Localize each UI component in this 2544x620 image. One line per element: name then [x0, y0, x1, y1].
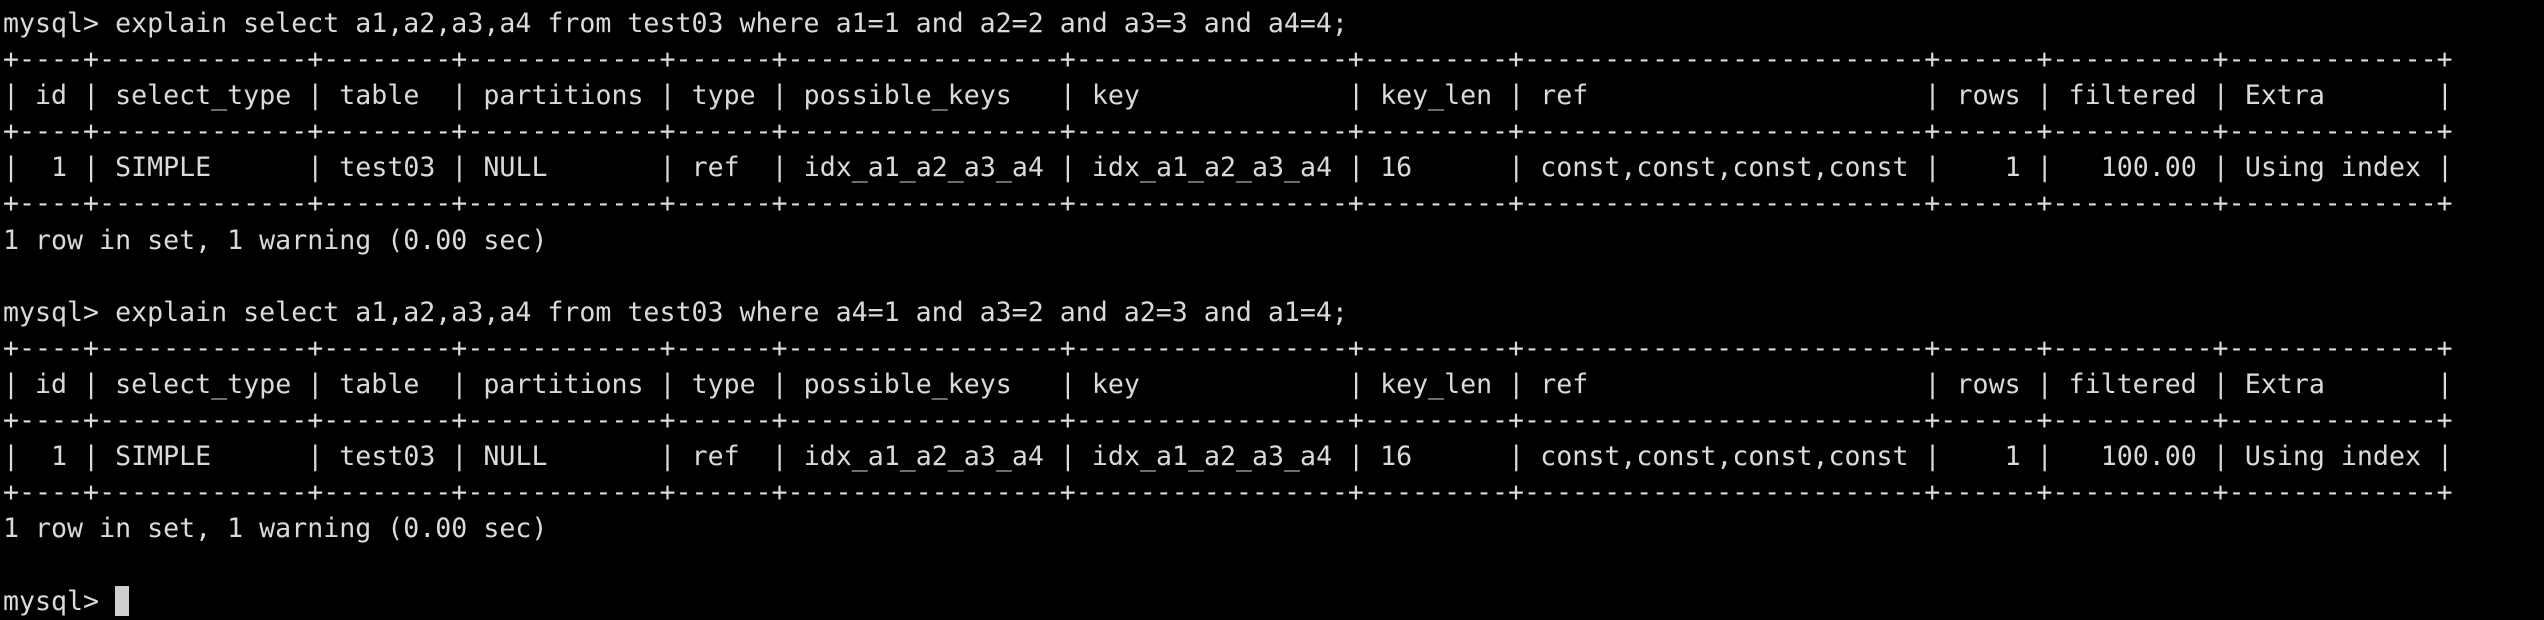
table-border: +----+-------------+--------+-----------…: [3, 44, 2453, 76]
column-header: key_len: [1380, 80, 1493, 112]
command-line: mysql> explain select a1,a2,a3,a4 from t…: [3, 6, 2453, 42]
table-cell: NULL: [483, 152, 548, 184]
table-cell: SIMPLE: [115, 152, 212, 184]
column-header: Extra: [2244, 368, 2325, 400]
command-line: mysql> explain select a1,a2,a3,a4 from t…: [3, 295, 2453, 331]
column-header: table: [339, 80, 420, 112]
table-cell: const,const,const,const: [1540, 152, 1909, 184]
table-border: +----+-------------+--------+-----------…: [3, 332, 2453, 364]
column-header: partitions: [483, 80, 644, 112]
table-border: +----+-------------+--------+-----------…: [3, 188, 2453, 220]
table-cell: idx_a1_a2_a3_a4: [1091, 441, 1333, 473]
table-cell: 1: [2004, 152, 2021, 184]
table-cell: idx_a1_a2_a3_a4: [803, 152, 1044, 184]
table-cell: 100.00: [2100, 441, 2197, 473]
table-border: +----+-------------+--------+-----------…: [3, 405, 2453, 437]
prompt: mysql>: [3, 296, 116, 328]
prompt: mysql>: [3, 8, 116, 39]
status-line: 1 row in set, 1 warning (0.00 sec): [3, 511, 2453, 547]
terminal-output[interactable]: mysql> explain select a1,a2,a3,a4 from t…: [3, 6, 2453, 620]
command-text: explain select a1,a2,a3,a4 from test03 w…: [115, 296, 1348, 328]
table-cell: 1: [51, 441, 68, 473]
table-cell: 16: [1380, 152, 1413, 184]
table-row: | 1 | SIMPLE | test03 | NULL | ref | idx…: [3, 441, 2453, 473]
column-header: id: [35, 368, 68, 400]
column-header: Extra: [2244, 80, 2325, 112]
column-header: filtered: [2068, 80, 2197, 112]
table-cell: Using index: [2244, 152, 2421, 184]
prompt: mysql>: [3, 585, 116, 617]
prompt-line: mysql>: [3, 584, 2453, 620]
table-border: +----+-------------+--------+-----------…: [3, 477, 2453, 509]
column-header: partitions: [483, 368, 644, 400]
column-header: key_len: [1380, 368, 1493, 400]
column-header: possible_keys: [803, 80, 1012, 112]
result-status: 1 row in set, 1 warning (0.00 sec): [3, 513, 548, 545]
table-header-row: | id | select_type | table | partitions …: [3, 80, 2453, 112]
table-cell: idx_a1_a2_a3_a4: [1091, 152, 1333, 184]
table-cell: NULL: [483, 441, 548, 473]
table-cell: idx_a1_a2_a3_a4: [803, 441, 1044, 473]
column-header: key: [1091, 80, 1140, 112]
table-cell: ref: [691, 441, 740, 473]
status-line: 1 row in set, 1 warning (0.00 sec): [3, 223, 2453, 259]
result-status: 1 row in set, 1 warning (0.00 sec): [3, 224, 548, 256]
column-header: rows: [1956, 80, 2021, 112]
table-cell: const,const,const,const: [1540, 441, 1909, 473]
table-cell: 1: [2004, 441, 2021, 473]
table-cell: Using index: [2244, 441, 2421, 473]
column-header: id: [35, 80, 68, 112]
column-header: rows: [1956, 368, 2021, 400]
table-cell: ref: [691, 152, 740, 184]
column-header: key: [1091, 368, 1140, 400]
column-header: filtered: [2068, 368, 2197, 400]
column-header: table: [339, 368, 420, 400]
blank-line: [3, 547, 2453, 583]
table-border: +----+-------------+--------+-----------…: [3, 116, 2453, 148]
column-header: select_type: [115, 80, 292, 112]
column-header: possible_keys: [803, 368, 1012, 400]
column-header: select_type: [115, 368, 292, 400]
cursor: [115, 585, 130, 616]
column-header: type: [691, 368, 756, 400]
table-header-row: | id | select_type | table | partitions …: [3, 368, 2453, 400]
table-cell: 100.00: [2100, 152, 2197, 184]
command-text: explain select a1,a2,a3,a4 from test03 w…: [115, 8, 1348, 39]
table-cell: 16: [1380, 441, 1413, 473]
table-cell: test03: [339, 152, 436, 184]
column-header: ref: [1540, 80, 1589, 112]
column-header: ref: [1540, 368, 1589, 400]
blank-line: [3, 259, 2453, 295]
table-cell: 1: [51, 152, 68, 184]
column-header: type: [691, 80, 756, 112]
table-cell: test03: [339, 441, 436, 473]
table-cell: SIMPLE: [115, 441, 212, 473]
table-row: | 1 | SIMPLE | test03 | NULL | ref | idx…: [3, 152, 2453, 184]
